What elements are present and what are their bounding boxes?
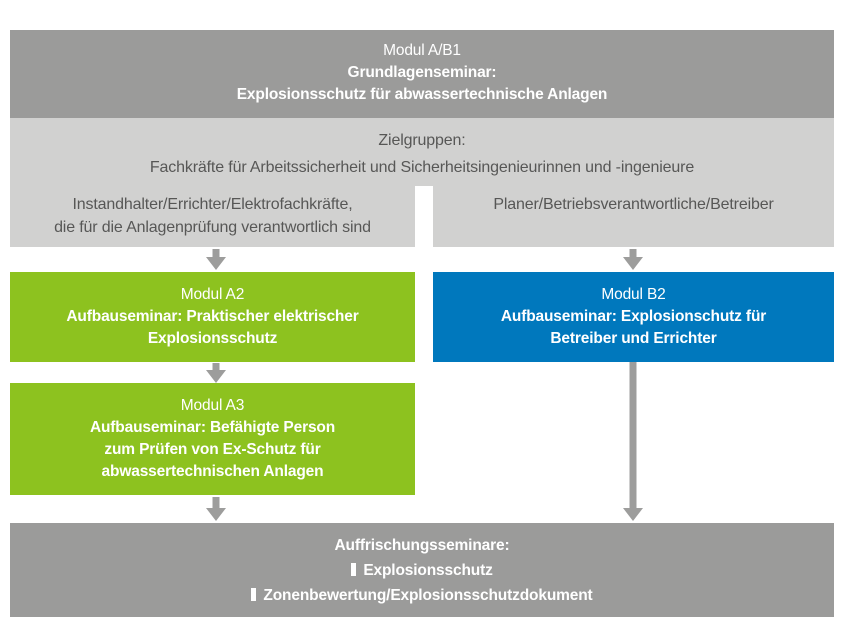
modul-ab1-topic: Explosionsschutz für abwassertechnische …: [236, 86, 608, 103]
arrow-shaft: [212, 497, 220, 509]
modul-a2-box: Modul A2 Aufbauseminar: Praktischer elek…: [10, 272, 415, 362]
modul-ab1-title: Modul A/B1: [383, 42, 461, 59]
modul-a2-line1: Aufbauseminar: Praktischer elektrischer: [66, 308, 359, 325]
down-arrow-icon: [623, 362, 643, 521]
arrow-shaft: [629, 362, 637, 509]
bullet-bar-icon: [251, 588, 257, 601]
arrow-shaft: [629, 249, 637, 258]
modul-b2-title: Modul B2: [601, 286, 666, 303]
modul-a3-line3: abwassertechnischen Anlagen: [101, 463, 324, 480]
target-groups-text: Fachkräfte für Arbeitssicherheit und Sic…: [149, 159, 695, 176]
modul-b2-line1: Aufbauseminar: Explosionschutz für: [500, 308, 767, 325]
arrow-head: [623, 257, 643, 270]
audience-left-box: Instandhalter/Errichter/Elektrofachkräft…: [10, 186, 415, 247]
refresher-item-label: Zonenbewertung/Explosionsschutzdokument: [263, 587, 593, 604]
refresher-item-label: Explosionsschutz: [363, 562, 493, 579]
down-arrow-icon: [623, 249, 643, 270]
audience-right-line1: Planer/Betriebsverantwortliche/Betreiber: [493, 196, 774, 213]
audience-left-line2: die für die Anlagenprüfung verantwortlic…: [54, 219, 371, 236]
target-groups-box: Zielgruppen: Fachkräfte für Arbeitssiche…: [10, 118, 834, 186]
refresher-item: Zonenbewertung/Explosionsschutzdokument: [10, 583, 834, 608]
down-arrow-icon: [206, 497, 226, 521]
audience-right-box: Planer/Betriebsverantwortliche/Betreiber: [433, 186, 834, 247]
down-arrow-icon: [206, 249, 226, 270]
arrow-head: [206, 508, 226, 521]
bullet-bar-icon: [351, 563, 357, 576]
refresher-box: Auffrischungsseminare: Explosionsschutz …: [10, 523, 834, 617]
down-arrow-icon: [206, 363, 226, 383]
target-groups-label: Zielgruppen:: [378, 132, 466, 149]
refresher-title: Auffrischungsseminare:: [334, 537, 510, 554]
refresher-item: Explosionsschutz: [10, 558, 834, 583]
arrow-head: [206, 370, 226, 383]
modul-a2-line2: Explosionsschutz: [147, 330, 278, 347]
audience-left-line1: Instandhalter/Errichter/Elektrofachkräft…: [72, 196, 353, 213]
arrow-head: [623, 508, 643, 521]
modul-ab1-subtitle: Grundlagenseminar:: [347, 64, 497, 81]
modul-a3-line1: Aufbauseminar: Befähigte Person: [89, 419, 336, 436]
modul-a3-line2: zum Prüfen von Ex-Schutz für: [104, 441, 321, 458]
arrow-shaft: [212, 249, 220, 258]
modul-b2-box: Modul B2 Aufbauseminar: Explosionschutz …: [433, 272, 834, 362]
arrow-head: [206, 257, 226, 270]
modul-b2-line2: Betreiber und Errichter: [550, 330, 717, 347]
modul-ab1-box: Modul A/B1 Grundlagenseminar: Explosions…: [10, 30, 834, 118]
modul-a3-box: Modul A3 Aufbauseminar: Befähigte Person…: [10, 383, 415, 495]
modul-a2-title: Modul A2: [180, 286, 245, 303]
arrow-shaft: [212, 363, 220, 371]
modul-a3-title: Modul A3: [180, 397, 245, 414]
